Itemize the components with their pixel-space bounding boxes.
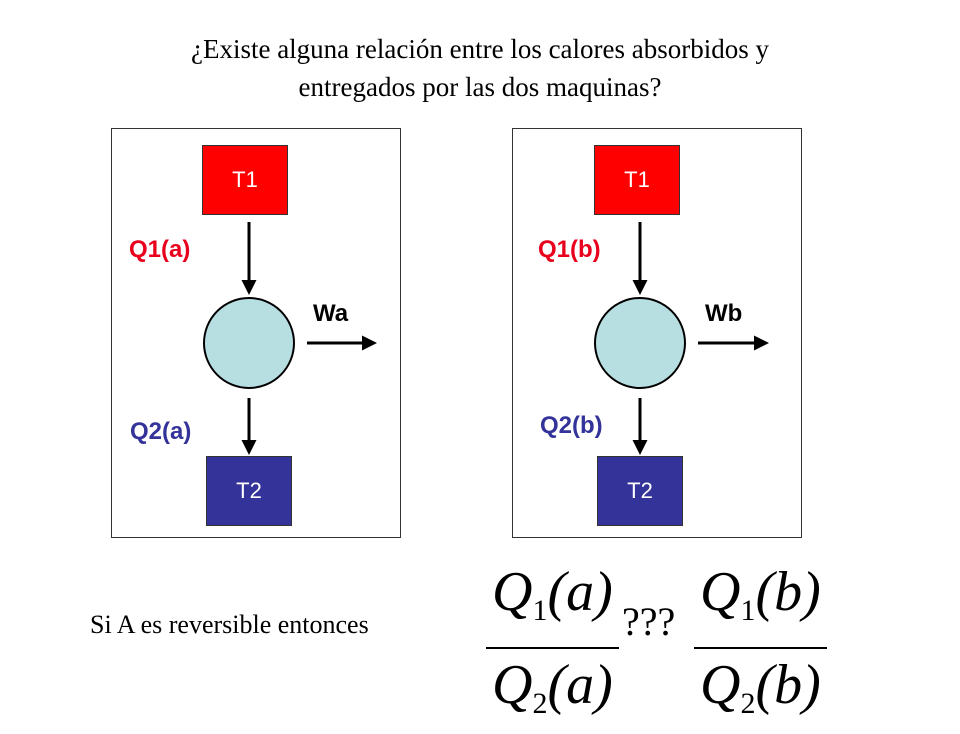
heat-engine-b: [594, 297, 686, 389]
work-label-a: Wa: [313, 300, 349, 327]
cold-reservoir-a: T2: [206, 456, 292, 526]
argument: (b): [755, 561, 821, 623]
reversibility-caption: Si A es reversible entonces: [90, 610, 369, 639]
subscript: 1: [740, 594, 756, 627]
argument: (a): [547, 654, 613, 716]
ratio-b-denominator: Q2(b): [694, 655, 827, 734]
relation-symbol: ???: [622, 599, 676, 644]
ratio-b: Q1(b) Q2(b): [694, 562, 827, 734]
heat-engine-a: [203, 297, 295, 389]
q-symbol: Q: [492, 654, 533, 716]
heat-out-label-b: Q2(b): [540, 412, 603, 439]
ratio-b-numerator: Q1(b): [694, 562, 827, 641]
q-symbol: Q: [492, 561, 533, 623]
title-line-2: entregados por las dos maquinas?: [298, 72, 662, 102]
fraction-bar: [486, 647, 619, 649]
ratio-a: Q1(a) Q2(a): [486, 562, 619, 734]
heat-out-label-a: Q2(a): [130, 418, 192, 445]
hot-reservoir-b: T1: [594, 145, 680, 215]
subscript: 2: [532, 687, 548, 720]
cold-reservoir-b: T2: [597, 456, 683, 526]
work-label-b: Wb: [705, 300, 743, 327]
argument: (a): [547, 561, 613, 623]
slide-title: ¿Existe alguna relación entre los calore…: [90, 30, 870, 106]
ratio-a-numerator: Q1(a): [486, 562, 619, 641]
hot-reservoir-a: T1: [202, 145, 288, 215]
fraction-bar: [694, 647, 827, 649]
ratio-a-denominator: Q2(a): [486, 655, 619, 734]
heat-in-label-b: Q1(b): [538, 236, 601, 263]
title-line-1: ¿Existe alguna relación entre los calore…: [190, 34, 770, 64]
q-symbol: Q: [700, 654, 741, 716]
argument: (b): [755, 654, 821, 716]
subscript: 1: [532, 594, 548, 627]
heat-in-label-a: Q1(a): [129, 236, 191, 263]
subscript: 2: [740, 687, 756, 720]
q-symbol: Q: [700, 561, 741, 623]
